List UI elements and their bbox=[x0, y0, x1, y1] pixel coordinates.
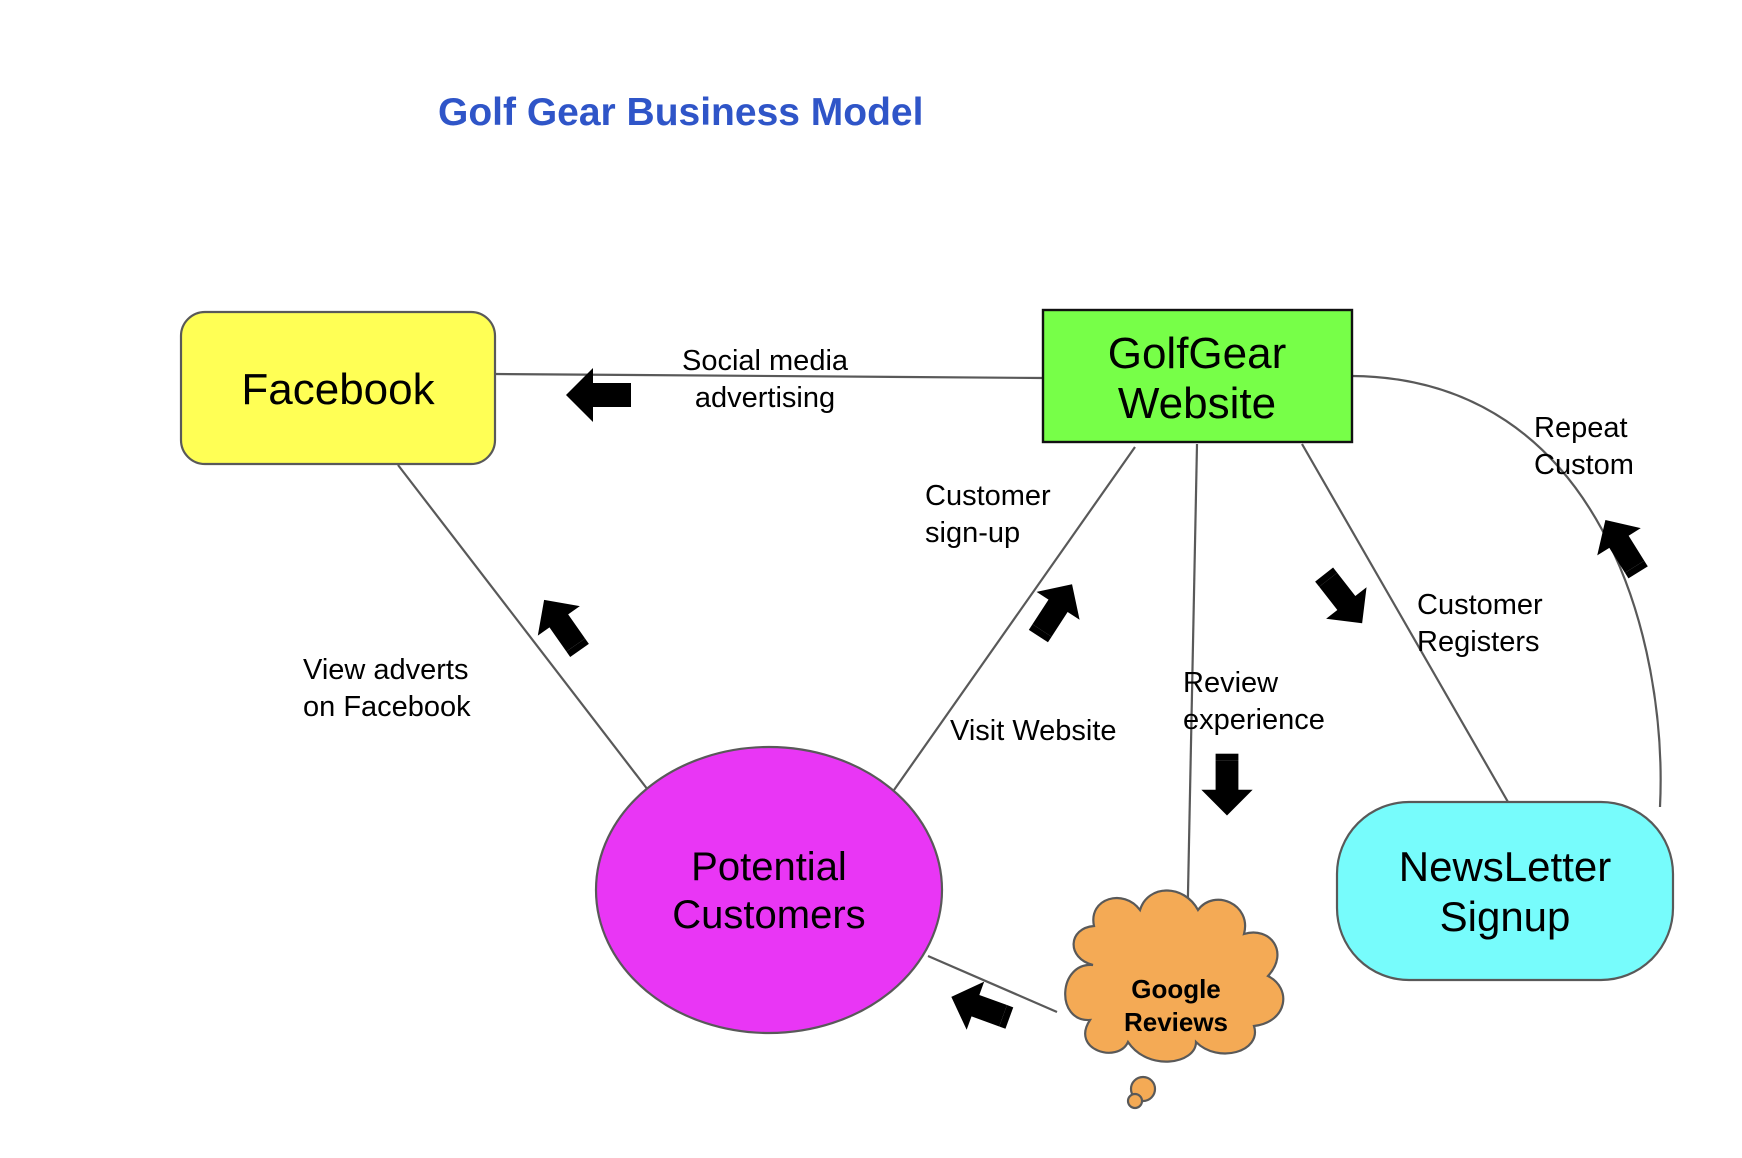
connector-reviews-customers bbox=[927, 954, 1058, 1014]
customers-label-line1: Potential bbox=[691, 845, 847, 889]
edge-label-repeat-line1: Repeat bbox=[1534, 412, 1628, 444]
reviews-label-line1: Google bbox=[1131, 974, 1221, 1004]
connector-website-facebook bbox=[494, 372, 1044, 380]
edge-label-signup-line1: Customer bbox=[925, 480, 1051, 512]
facebook-label: Facebook bbox=[241, 365, 435, 414]
connector-website-newsletter bbox=[1301, 443, 1509, 803]
connector-customers-website bbox=[893, 446, 1136, 791]
arrow-up-right-icon bbox=[1016, 570, 1094, 651]
edge-label-registers-line2: Registers bbox=[1417, 626, 1540, 658]
connector-website-reviews bbox=[1185, 443, 1199, 944]
customers-node[interactable]: Potential Customers bbox=[594, 745, 944, 1035]
arrow-up-left-icon bbox=[523, 585, 601, 666]
website-node[interactable]: GolfGear Website bbox=[1041, 308, 1354, 444]
edge-label-view-adverts-line2: on Facebook bbox=[303, 691, 471, 723]
reviews-cloud bbox=[1064, 889, 1285, 1110]
edge-label-signup-line2: sign-up bbox=[925, 517, 1020, 549]
facebook-box bbox=[179, 310, 497, 466]
connector-facebook-customers bbox=[397, 464, 649, 791]
newsletter-label-line2: Signup bbox=[1440, 893, 1571, 940]
arrow-down-icon bbox=[1201, 753, 1253, 816]
edge-label-view-adverts-line1: View adverts bbox=[303, 654, 469, 686]
edge-label-repeat-line2: Custom bbox=[1534, 449, 1634, 481]
edge-label-social-line2: advertising bbox=[695, 382, 835, 414]
edge-label-registers-line1: Customer bbox=[1417, 589, 1543, 621]
newsletter-label-line1: NewsLetter bbox=[1399, 843, 1611, 890]
arrow-left-icon bbox=[566, 368, 631, 422]
website-box bbox=[1041, 308, 1354, 444]
edge-label-review-line2: experience bbox=[1183, 704, 1325, 736]
customers-label-line2: Customers bbox=[672, 893, 865, 937]
reviews-cloud-bubble-small bbox=[1126, 1092, 1144, 1110]
facebook-node[interactable]: Facebook bbox=[179, 310, 497, 466]
edge-label-review-line1: Review bbox=[1183, 667, 1279, 699]
diagram-title: Golf Gear Business Model bbox=[438, 91, 923, 134]
reviews-node[interactable]: Google Reviews bbox=[1064, 889, 1285, 1110]
newsletter-shape bbox=[1335, 800, 1675, 982]
newsletter-node[interactable]: NewsLetter Signup bbox=[1335, 800, 1675, 982]
reviews-label-line2: Reviews bbox=[1124, 1007, 1228, 1037]
website-label-line2: Website bbox=[1118, 379, 1276, 428]
arrow-down-right-icon bbox=[1303, 558, 1383, 639]
connector-newsletter-website-repeat bbox=[1351, 374, 1662, 808]
customers-ellipse bbox=[594, 745, 944, 1035]
edge-label-social-line1: Social media bbox=[682, 345, 849, 377]
edge-label-visit: Visit Website bbox=[950, 715, 1117, 747]
arrow-left-reviews-icon bbox=[942, 972, 1019, 1043]
website-label-line1: GolfGear bbox=[1108, 329, 1287, 378]
